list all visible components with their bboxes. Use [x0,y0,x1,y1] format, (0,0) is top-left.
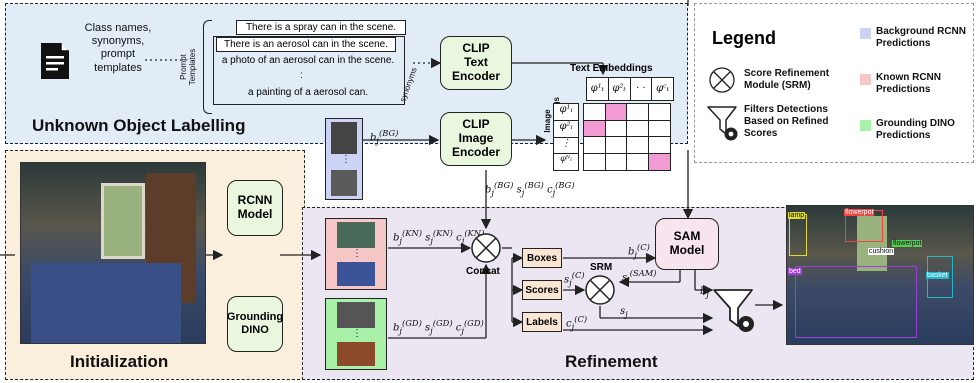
prompt-templates-side-label: Prompt Templates [179,48,198,86]
class-names-label: Class names, synonyms, prompt templates [84,22,152,74]
document-icon [38,40,72,82]
similarity-cell [605,120,627,137]
text-embedding-dots: · · [631,78,653,100]
s-c-label: sj(C) [564,270,585,288]
image-embedding-1: φ¹ᵢ [554,104,578,121]
s-j-label: sj [620,306,628,319]
srm-label: SRM [590,262,613,273]
det-label-flowerpot-1: flowerpot [844,209,875,216]
bg-triplet-label: bj(BG) sj(BG) cj(BG) [485,180,575,198]
det-label-basket: basket [926,272,949,279]
similarity-cell [584,104,606,121]
image-embedding-2: φ²ᵢ [554,121,578,138]
det-label-flowerpot-2: flowerpot [892,240,923,247]
boxes-output: Boxes [522,248,562,268]
similarity-cell [648,153,670,170]
image-embeddings-column: φ¹ᵢ φ²ᵢ ⋮ φᴺᵢ [553,103,579,171]
initialization-title: Initialization [70,352,169,371]
refinement-title: Refinement [565,352,658,371]
c-c-label: cj(C) [566,314,588,332]
similarity-cell [584,120,606,137]
bg-box-label: bj(BG) [370,128,399,146]
text-embedding-1: φ¹ₜ [587,78,609,100]
legend-srm-icon [708,66,736,94]
input-room-image [20,162,206,344]
sam-model-node: SAM Model [655,218,719,270]
similarity-cell [627,120,649,137]
template-3: a photo of an aerosol can in the scene. [221,55,395,66]
similarity-cell [648,137,670,154]
legend-srm-text: Score Refinement Module (SRM) [744,68,830,91]
bg-crop-image-1 [331,122,357,154]
similarity-cell [584,137,606,154]
det-label-bed: bed [788,268,802,275]
template-1: There is a spray can in the scene. [236,20,406,35]
srm-operator-icon [584,274,616,306]
similarity-cell [605,104,627,121]
scores-output: Scores [522,280,562,300]
template-ellipsis: : [300,70,303,81]
templates-brace [203,20,212,114]
similarity-cell [627,137,649,154]
legend-kn-text: Known RCNN Predictions [876,72,941,95]
similarity-cell [627,104,649,121]
bg-crop-image-2 [331,170,357,196]
filter-icon [712,286,758,336]
template-4: a painting of a aerosol can. [247,87,369,98]
similarity-cell [584,153,606,170]
bg-crop-dots: ⋮ [341,154,351,165]
kn-crop-image-2 [337,262,375,286]
similarity-cell [627,153,649,170]
legend-swatch-kn [860,74,871,85]
legend-swatch-bg [860,28,871,39]
text-embedding-2: φ²ₜ [609,78,631,100]
kn-crop-image-1 [337,222,375,248]
legend-gd-text: Grounding DINO Predictions [876,118,955,141]
image-embedding-n: φᴺᵢ [560,154,572,164]
legend-panel [694,3,974,163]
text-embeddings-row: φ¹ₜ φ²ₜ · · φᶜₜ [586,77,674,101]
gd-crop-image-2 [337,342,375,366]
legend-filter-text: Filters Detections Based on Refined Scor… [744,104,829,139]
legend-filter-icon [706,104,740,144]
legend-title: Legend [712,28,777,48]
det-label-cushion: cushion [868,248,895,255]
similarity-cell [605,137,627,154]
concat-operator-icon [470,232,502,264]
gd-triplet-label: bj(GD) sj(GD) cj(GD) [393,318,484,336]
templates-box-outline [213,36,405,105]
concat-label: Concat [466,266,500,277]
text-embeddings-label: Text Embeddings [570,63,653,74]
legend-swatch-gd [860,120,871,131]
kn-triplet-label: bj(KN) sj(KN) cj(KN) [393,228,485,246]
b-j-label: bj [700,286,709,299]
similarity-cell [648,104,670,121]
clip-text-encoder: CLIP Text Encoder [440,36,512,90]
image-embedding-dots: ⋮ [554,138,578,155]
legend-bg-text: Background RCNN Predictions [876,26,967,49]
clip-image-encoder: CLIP Image Encoder [440,112,512,166]
similarity-cell [648,121,670,137]
gd-crop-image-1 [337,302,375,328]
s-sam-label: sj(SAM) [622,268,657,286]
template-2: There is an aerosol can in the scene. [216,37,396,52]
similarity-grid [583,103,671,171]
labels-output: Labels [522,312,562,332]
rcnn-model-node: RCNN Model [227,180,283,236]
det-label-lamp: lamp [788,212,806,219]
similarity-cell [606,153,627,170]
kn-crop-dots: ⋮ [352,248,362,259]
grounding-dino-node: Grounding DINO [227,296,283,352]
unknown-object-labelling-title: Unknown Object Labelling [32,116,246,135]
b-c-label: bj(C) [628,242,650,260]
text-embedding-c: φᶜₜ [656,83,670,94]
gd-crop-dots: ⋮ [352,328,362,339]
